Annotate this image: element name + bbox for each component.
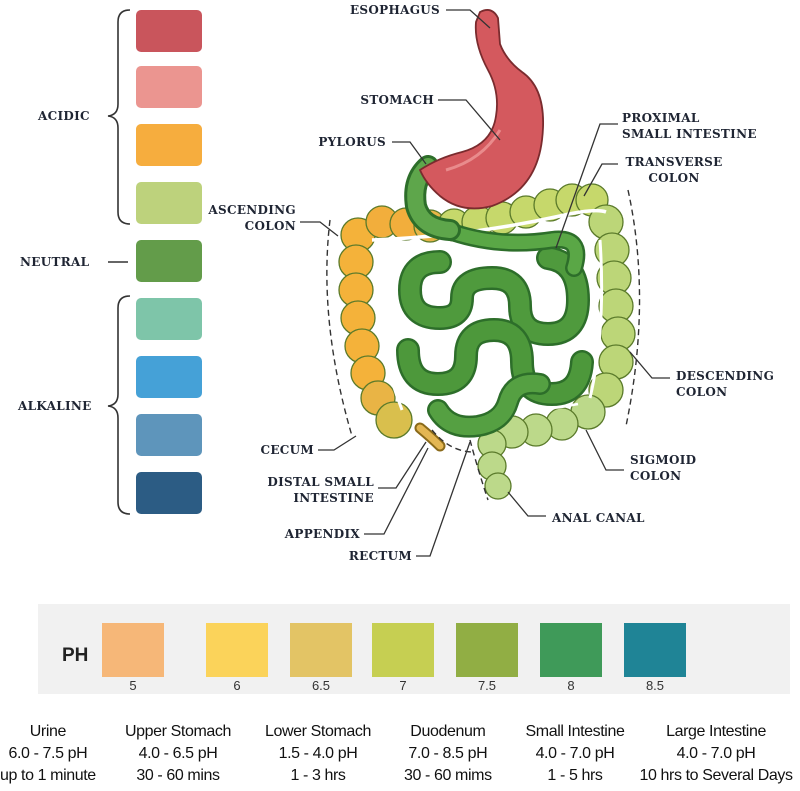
label-sigmoid-colon: SIGMOID COLON bbox=[630, 453, 697, 483]
scale-swatch bbox=[136, 298, 202, 340]
scale-swatch bbox=[136, 66, 202, 108]
scale-swatch bbox=[136, 10, 202, 52]
region-time: 1 - 3 hrs bbox=[290, 767, 346, 784]
region-ph: 4.0 - 7.0 pH bbox=[676, 745, 756, 762]
label-descending-colon: DESCENDING COLON bbox=[676, 369, 775, 399]
region-time: 30 - 60 mins bbox=[136, 767, 220, 784]
region-ph: 1.5 - 4.0 pH bbox=[278, 745, 358, 762]
region-time: 1 - 5 hrs bbox=[547, 767, 603, 784]
stomach bbox=[418, 9, 544, 210]
ph-pad bbox=[456, 623, 518, 677]
ph-pad bbox=[206, 623, 268, 677]
scale-swatch bbox=[136, 124, 202, 166]
region-time: 10 hrs to Several Days bbox=[639, 767, 793, 784]
label-transverse-colon: TRANSVERSE COLON bbox=[625, 155, 723, 185]
alkaline-label: ALKALINE bbox=[18, 399, 92, 413]
ph-pad bbox=[540, 623, 602, 677]
region-name: Lower Stomach bbox=[265, 723, 371, 740]
region-column: Duodenum 7.0 - 8.5 pH 30 - 60 mims bbox=[404, 721, 492, 787]
region-ph: 4.0 - 6.5 pH bbox=[138, 745, 218, 762]
region-ph: 6.0 - 7.5 pH bbox=[8, 745, 88, 762]
region-ph: 7.0 - 8.5 pH bbox=[408, 745, 488, 762]
region-name: Upper Stomach bbox=[125, 723, 231, 740]
ph-pad bbox=[290, 623, 352, 677]
label-rectum: RECTUM bbox=[348, 549, 412, 563]
scale-swatch bbox=[136, 240, 202, 282]
label-proximal-small-intestine: PROXIMAL SMALL INTESTINE bbox=[622, 111, 757, 141]
region-ph: 4.0 - 7.0 pH bbox=[535, 745, 615, 762]
scale-swatch bbox=[136, 414, 202, 456]
scale-swatch bbox=[136, 356, 202, 398]
region-time: up to 1 minute bbox=[0, 767, 96, 784]
region-column: Small Intestine 4.0 - 7.0 pH 1 - 5 hrs bbox=[526, 721, 625, 787]
ph-strip-label: PH bbox=[62, 645, 89, 666]
region-column: Large Intestine 4.0 - 7.0 pH 10 hrs to Sev… bbox=[640, 721, 793, 787]
label-appendix: APPENDIX bbox=[284, 527, 360, 541]
label-distal-small-intestine: DISTAL SMALL INTESTINE bbox=[267, 475, 374, 505]
label-stomach: STOMACH bbox=[360, 93, 434, 107]
region-name: Urine bbox=[29, 723, 67, 740]
region-name: Large Intestine bbox=[666, 723, 766, 740]
ph-pad-value: 8.5 bbox=[645, 678, 665, 693]
ph-pad bbox=[102, 623, 164, 677]
acidic-label: ACIDIC bbox=[38, 109, 90, 123]
region-column: Urine 6.0 - 7.5 pH up to 1 minute bbox=[0, 721, 96, 787]
label-ascending-colon: ASCENDING COLON bbox=[208, 203, 296, 233]
scale-swatch bbox=[136, 182, 202, 224]
label-pylorus: PYLORUS bbox=[318, 135, 386, 149]
label-cecum: CECUM bbox=[260, 443, 314, 457]
region-name: Small Intestine bbox=[525, 723, 625, 740]
ph-pad-value: 6 bbox=[233, 678, 241, 693]
label-anal-canal: ANAL CANAL bbox=[552, 511, 645, 525]
ph-pad-value: 7 bbox=[399, 678, 407, 693]
neutral-label: NEUTRAL bbox=[20, 255, 90, 269]
region-column: Upper Stomach 4.0 - 6.5 pH 30 - 60 mins bbox=[125, 721, 231, 787]
ph-pad bbox=[624, 623, 686, 677]
ph-pad-value: 8 bbox=[567, 678, 575, 693]
ph-pad-value: 7.5 bbox=[477, 678, 497, 693]
ph-pad-value: 6.5 bbox=[311, 678, 331, 693]
ph-pad-value: 5 bbox=[129, 678, 137, 693]
ph-pad bbox=[372, 623, 434, 677]
small-intestine bbox=[396, 223, 594, 438]
label-esophagus: ESOPHAGUS bbox=[349, 3, 440, 17]
region-column: Lower Stomach 1.5 - 4.0 pH 1 - 3 hrs bbox=[265, 721, 371, 787]
scale-swatch bbox=[136, 472, 202, 514]
region-time: 30 - 60 mims bbox=[404, 767, 492, 784]
region-name: Duodenum bbox=[410, 723, 486, 740]
